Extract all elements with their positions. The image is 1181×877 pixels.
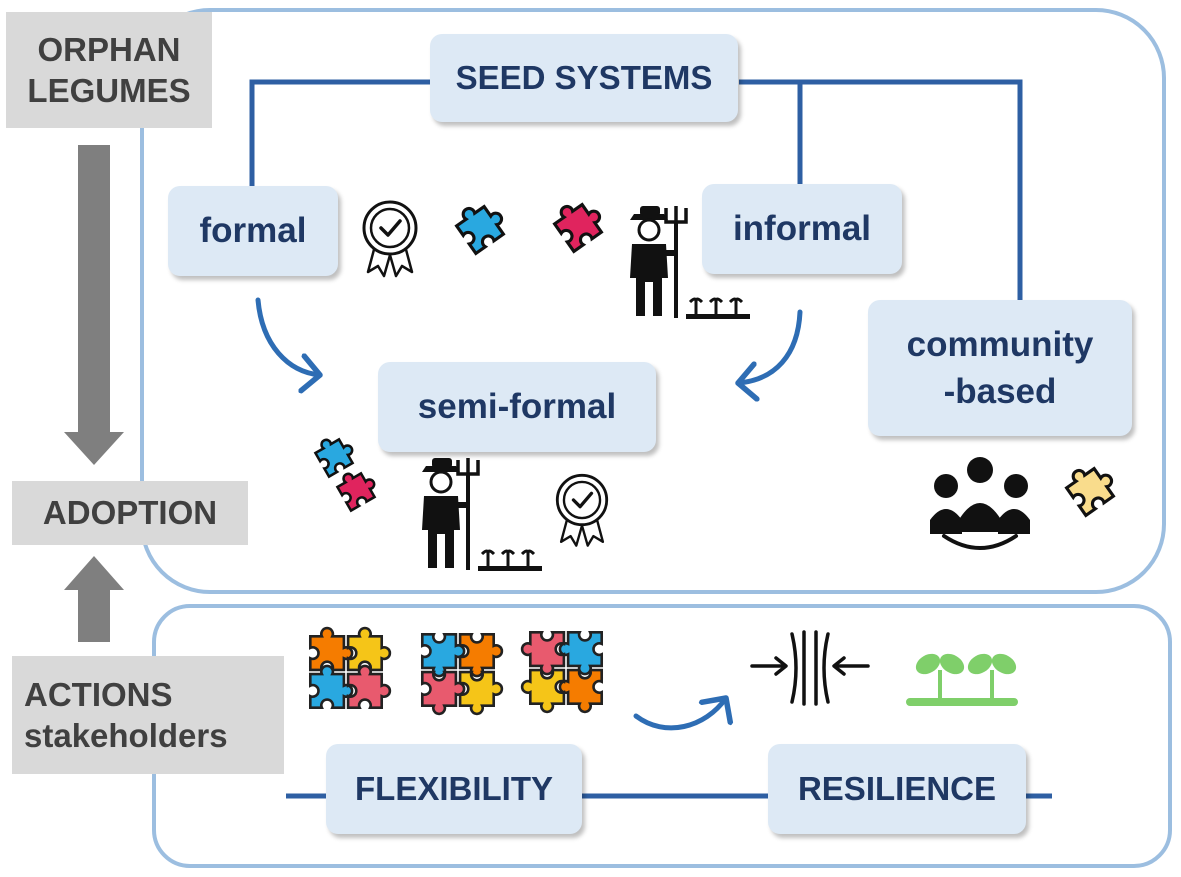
connector-formal [249, 79, 432, 186]
seedlings-icon [906, 653, 1018, 706]
informal-box: informal [702, 184, 902, 274]
resilience-box: RESILIENCE [768, 744, 1026, 834]
flexibility-box: FLEXIBILITY [326, 744, 582, 834]
puzzle-cluster-icon [310, 628, 390, 708]
formal-label: formal [199, 211, 307, 251]
puzzle-piece-icon [450, 193, 512, 255]
seed-systems-box: SEED SYSTEMS [430, 34, 738, 122]
down-arrow [64, 145, 124, 465]
farmer-icon [628, 204, 752, 321]
based-label: -based [943, 372, 1057, 411]
arrow-formal-to-semiformal [255, 297, 320, 375]
actions-label: ACTIONS [24, 675, 173, 713]
informal-label: informal [732, 209, 872, 249]
semi-formal-box: semi-formal [378, 362, 656, 452]
seed-systems-title: SEED SYSTEMS [455, 58, 713, 96]
orphan-legumes-box: ORPHAN LEGUMES [6, 12, 212, 128]
community-label: community [906, 324, 1094, 364]
stakeholders-label: stakeholders [24, 717, 228, 754]
up-arrow [64, 556, 124, 642]
puzzle-cluster-icon [522, 632, 602, 712]
adoption-label: ADOPTION [42, 494, 218, 532]
orphan-legumes-line-2: LEGUMES [27, 72, 191, 109]
farmer-icon [420, 456, 544, 573]
resilience-label: RESILIENCE [797, 769, 997, 807]
orphan-legumes-line-1: ORPHAN [37, 30, 181, 68]
connector-informal [739, 79, 1023, 300]
puzzle-piece-icon [332, 463, 382, 512]
actions-stakeholders-box: ACTIONS stakeholders [12, 656, 284, 774]
semi-formal-label: semi-formal [417, 387, 617, 427]
flexibility-label: FLEXIBILITY [355, 769, 553, 807]
arrow-informal-to-semiformal [738, 309, 803, 383]
community-group-icon [930, 457, 1030, 550]
adoption-box: ADOPTION [12, 481, 248, 545]
puzzle-piece-icon [548, 191, 610, 253]
community-based-box: community -based [868, 300, 1132, 436]
puzzle-piece-icon [310, 429, 360, 478]
puzzle-cluster-icon [422, 634, 502, 714]
compression-arrows-icon [750, 630, 870, 706]
certified-ribbon-icon [555, 473, 609, 548]
puzzle-piece-icon [1060, 455, 1122, 517]
certified-ribbon-icon [362, 200, 418, 278]
arrow-to-resilience [633, 698, 726, 731]
formal-box: formal [168, 186, 338, 276]
